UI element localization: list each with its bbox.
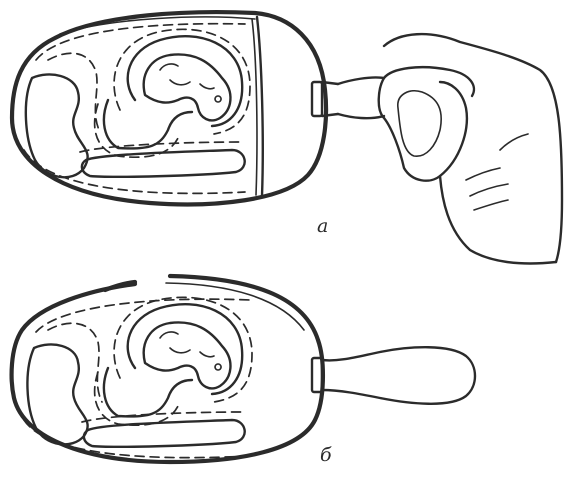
panel-a-drawing xyxy=(12,12,562,263)
lamp-bulb xyxy=(322,347,475,404)
embryo-eye-b xyxy=(215,364,221,370)
hand-creases xyxy=(466,134,528,210)
air-cell-boundary-inner xyxy=(252,19,257,195)
yolk-sac xyxy=(26,74,88,177)
embryo xyxy=(144,54,231,120)
lamp-collar xyxy=(312,82,322,116)
air-cell-boundary xyxy=(257,17,263,196)
panel-label-a: а xyxy=(317,217,328,236)
lamp-handle xyxy=(338,77,384,118)
yolk-sac-b xyxy=(27,344,87,444)
thumbnail xyxy=(398,91,441,156)
embryo-limbs xyxy=(160,64,214,89)
yolk-stalk xyxy=(104,100,192,148)
panel-label-b: б xyxy=(320,446,332,465)
egg-shell-outline-b xyxy=(12,276,323,462)
yolk-stalk-b xyxy=(104,368,192,416)
embryo-eye xyxy=(215,96,221,102)
index-finger xyxy=(384,67,474,96)
embryo-b xyxy=(144,322,231,388)
thumb xyxy=(379,78,467,181)
allantois-lower xyxy=(82,150,245,177)
panel-b-drawing xyxy=(12,276,475,462)
allantois-lower-b xyxy=(84,420,245,447)
hand-palm xyxy=(440,176,556,264)
embryo-limbs-b xyxy=(160,332,214,357)
